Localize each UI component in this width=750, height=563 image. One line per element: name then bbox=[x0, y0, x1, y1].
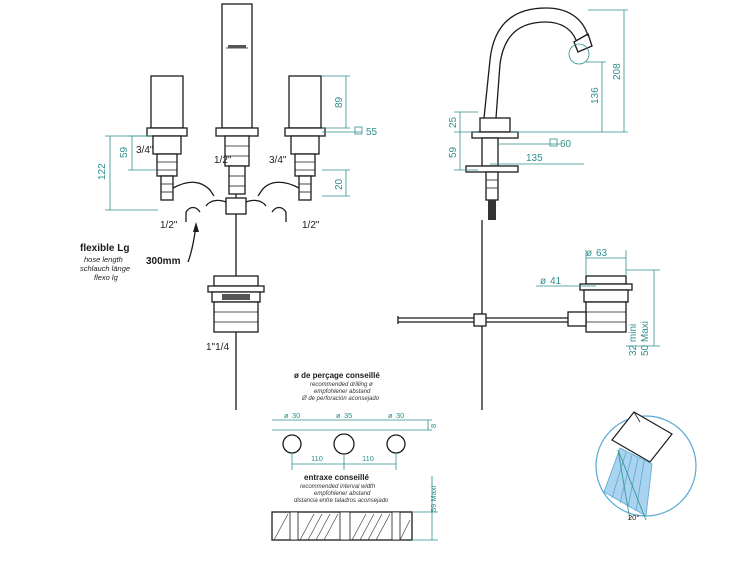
drilling-line2: empfohlener abstand bbox=[314, 389, 371, 395]
spout-nut bbox=[228, 165, 246, 195]
interval-title: entraxe conseillé bbox=[304, 473, 369, 482]
dim-20: 20 bbox=[334, 178, 345, 190]
waste-body bbox=[213, 301, 259, 333]
dim-63: 63 bbox=[596, 248, 608, 259]
spray-angle: 20° bbox=[628, 513, 639, 522]
left-hose bbox=[172, 181, 215, 197]
dim-55: 55 bbox=[366, 127, 378, 138]
dim-63-label: ø bbox=[586, 248, 592, 259]
spray-detail bbox=[595, 411, 697, 521]
hose-title: flexible Lg bbox=[80, 243, 129, 254]
front-dimensions bbox=[105, 75, 363, 211]
waste-label: 1"1/4 bbox=[206, 342, 229, 353]
dim-41: 41 bbox=[550, 276, 562, 287]
dim-59-side: 59 bbox=[448, 146, 459, 158]
water-spray bbox=[603, 447, 653, 517]
front-view bbox=[105, 3, 363, 410]
spacing-1: 110 bbox=[311, 454, 323, 463]
hole2-dia: 35 bbox=[344, 411, 352, 420]
tee-body bbox=[225, 197, 247, 215]
drilling-title: ø de perçage conseillé bbox=[294, 371, 380, 380]
spout-shank bbox=[224, 135, 250, 167]
spout-inner bbox=[495, 21, 577, 119]
dim-89: 89 bbox=[334, 96, 345, 108]
hose-label-left: 1/2" bbox=[160, 220, 178, 231]
drilling-line1: recommended drilling ø bbox=[310, 382, 373, 388]
hose-line2: schlauch länge bbox=[80, 264, 130, 273]
hose-line1: hose length bbox=[84, 255, 123, 264]
drilling-line3: Ø de perforación aconsejado bbox=[301, 396, 380, 402]
interval-line1: recommended interval width bbox=[300, 484, 376, 490]
dim-59-front: 59 bbox=[119, 146, 130, 158]
dim-122: 122 bbox=[97, 163, 108, 180]
dim-60: 60 bbox=[560, 139, 572, 150]
hose-label-right: 1/2" bbox=[302, 220, 320, 231]
section-view bbox=[271, 476, 438, 541]
spout-outer bbox=[483, 7, 589, 119]
hose-length: 300mm bbox=[146, 256, 181, 267]
side-view bbox=[397, 7, 660, 410]
aerator-slot bbox=[228, 45, 246, 48]
dim-208: 208 bbox=[612, 63, 623, 80]
spacing-2: 110 bbox=[362, 454, 374, 463]
dim-25: 25 bbox=[448, 116, 459, 128]
aerator-detail-circle bbox=[568, 43, 590, 65]
drilling-plan bbox=[271, 419, 438, 541]
hose-line3: flexo lg bbox=[94, 273, 119, 282]
hole1-label: ø bbox=[284, 411, 289, 420]
dim-32-mini: 32 mini bbox=[628, 324, 639, 356]
dim-135: 135 bbox=[526, 153, 543, 164]
dim-41-label: ø bbox=[540, 276, 546, 287]
hole3-label: ø bbox=[388, 411, 393, 420]
thickness: 8 bbox=[429, 424, 438, 428]
hole3-dia: 30 bbox=[396, 411, 404, 420]
side-dimensions bbox=[454, 9, 660, 347]
dim-136: 136 bbox=[590, 87, 601, 104]
interval-line2: empfohlener abstand bbox=[314, 491, 371, 497]
thread-label-right: 3/4" bbox=[269, 155, 287, 166]
side-hose-fitting bbox=[488, 200, 496, 220]
hole1-dia: 30 bbox=[292, 411, 300, 420]
left-handle bbox=[150, 75, 184, 129]
interval-depth: 59 Maxi bbox=[429, 485, 438, 512]
side-waste-body bbox=[585, 301, 627, 333]
interval-line3: distancia entre taladros aconsejado bbox=[294, 498, 389, 504]
dim-50-maxi: 50 Maxi bbox=[640, 321, 651, 356]
spout-body bbox=[221, 3, 253, 129]
right-hose bbox=[257, 181, 300, 197]
hole2-label: ø bbox=[336, 411, 341, 420]
right-handle bbox=[288, 75, 322, 129]
thread-label-left: 3/4" bbox=[136, 145, 154, 156]
thread-label-center: 1/2" bbox=[214, 155, 232, 166]
